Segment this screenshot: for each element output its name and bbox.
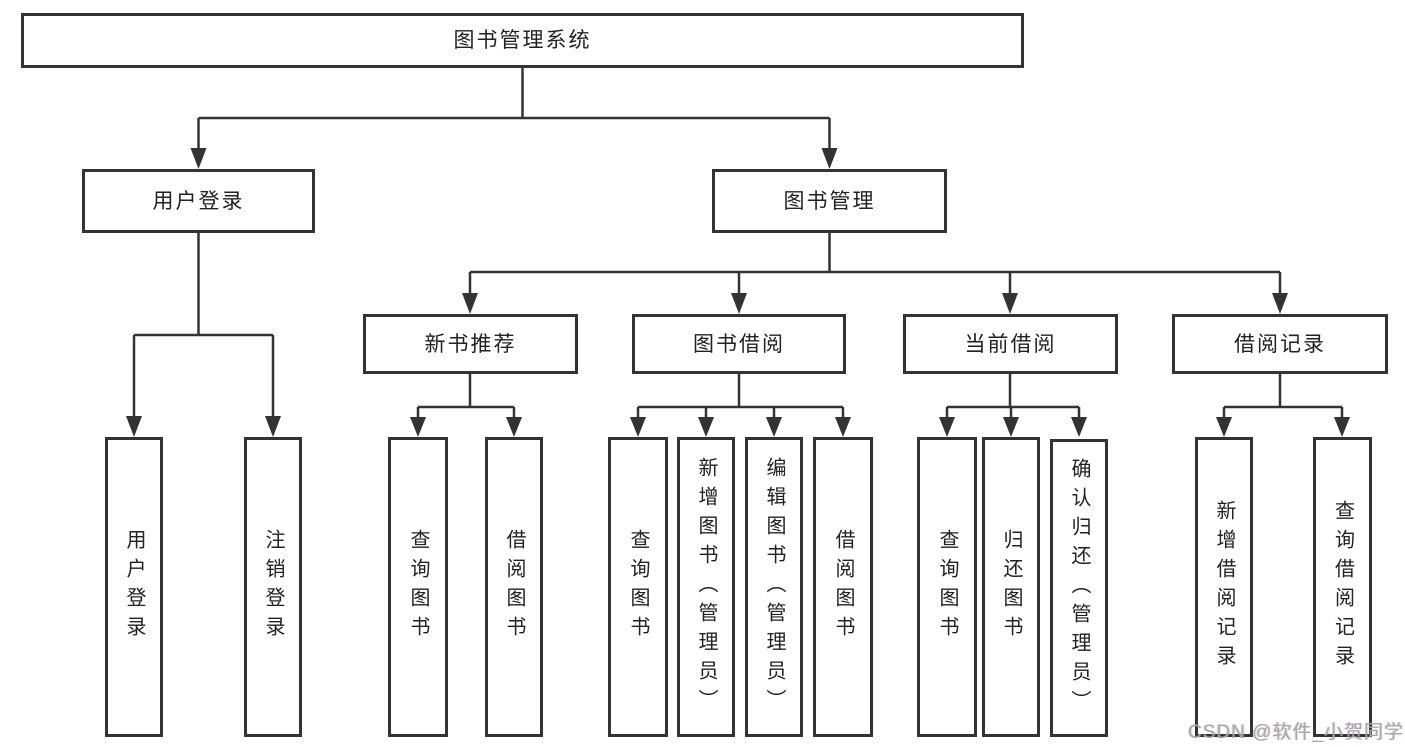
node-book-borrow: 图书借阅 (632, 314, 846, 374)
leaf-logout: 注销登录 (244, 437, 302, 737)
leaf-newbook-borrow-books: 借阅图书 (485, 437, 543, 737)
leaf-borrow-borrow-books: 借阅图书 (813, 437, 873, 737)
node-current-borrow: 当前借阅 (903, 314, 1118, 374)
node-label: 图书管理 (783, 189, 876, 213)
node-user-login: 用户登录 (82, 169, 315, 233)
leaf-current-return-books: 归还图书 (982, 437, 1040, 737)
node-borrow-record: 借阅记录 (1172, 314, 1388, 374)
node-label: 图书管理系统 (453, 29, 592, 52)
node-label: 查询图书 (627, 529, 649, 645)
node-label: 查询图书 (936, 529, 958, 645)
arrowhead-icons (126, 148, 1350, 437)
leaf-current-confirm-return-admin: 确认归还（管理员） (1050, 439, 1108, 737)
leaf-borrow-add-books-admin: 新增图书（管理员） (677, 437, 735, 737)
node-label: 查询图书 (407, 529, 429, 645)
leaf-user-login: 用户登录 (105, 437, 163, 737)
leaf-newbook-query-books: 查询图书 (388, 437, 448, 737)
node-label: 查询借阅记录 (1331, 500, 1354, 674)
node-new-book-recommend: 新书推荐 (363, 314, 578, 374)
node-label: 归还图书 (1000, 529, 1022, 645)
node-label: 当前借阅 (964, 332, 1057, 356)
node-label: 借阅图书 (503, 529, 525, 645)
leaf-current-query-books: 查询图书 (917, 437, 977, 737)
node-label: 借阅图书 (832, 529, 854, 645)
node-library-system: 图书管理系统 (21, 13, 1024, 68)
node-label: 新书推荐 (424, 332, 517, 356)
node-label: 用户登录 (152, 189, 245, 213)
node-label: 用户登录 (123, 529, 145, 645)
node-label: 新增图书（管理员） (695, 456, 717, 718)
node-book-management: 图书管理 (712, 169, 947, 233)
node-label: 图书借阅 (693, 332, 785, 356)
node-label: 编辑图书（管理员） (763, 456, 785, 718)
leaf-record-add-borrow-record: 新增借阅记录 (1195, 437, 1253, 737)
leaf-borrow-query-books: 查询图书 (608, 437, 668, 737)
node-label: 借阅记录 (1234, 332, 1326, 356)
node-label: 新增借阅记录 (1213, 500, 1235, 674)
node-label: 注销登录 (262, 529, 284, 645)
csdn-watermark: CSDN @软件_小贺同学 (1188, 722, 1404, 743)
leaf-borrow-edit-books-admin: 编辑图书（管理员） (745, 437, 803, 737)
leaf-record-query-borrow-record: 查询借阅记录 (1313, 437, 1372, 737)
node-label: 确认归还（管理员） (1068, 457, 1090, 719)
